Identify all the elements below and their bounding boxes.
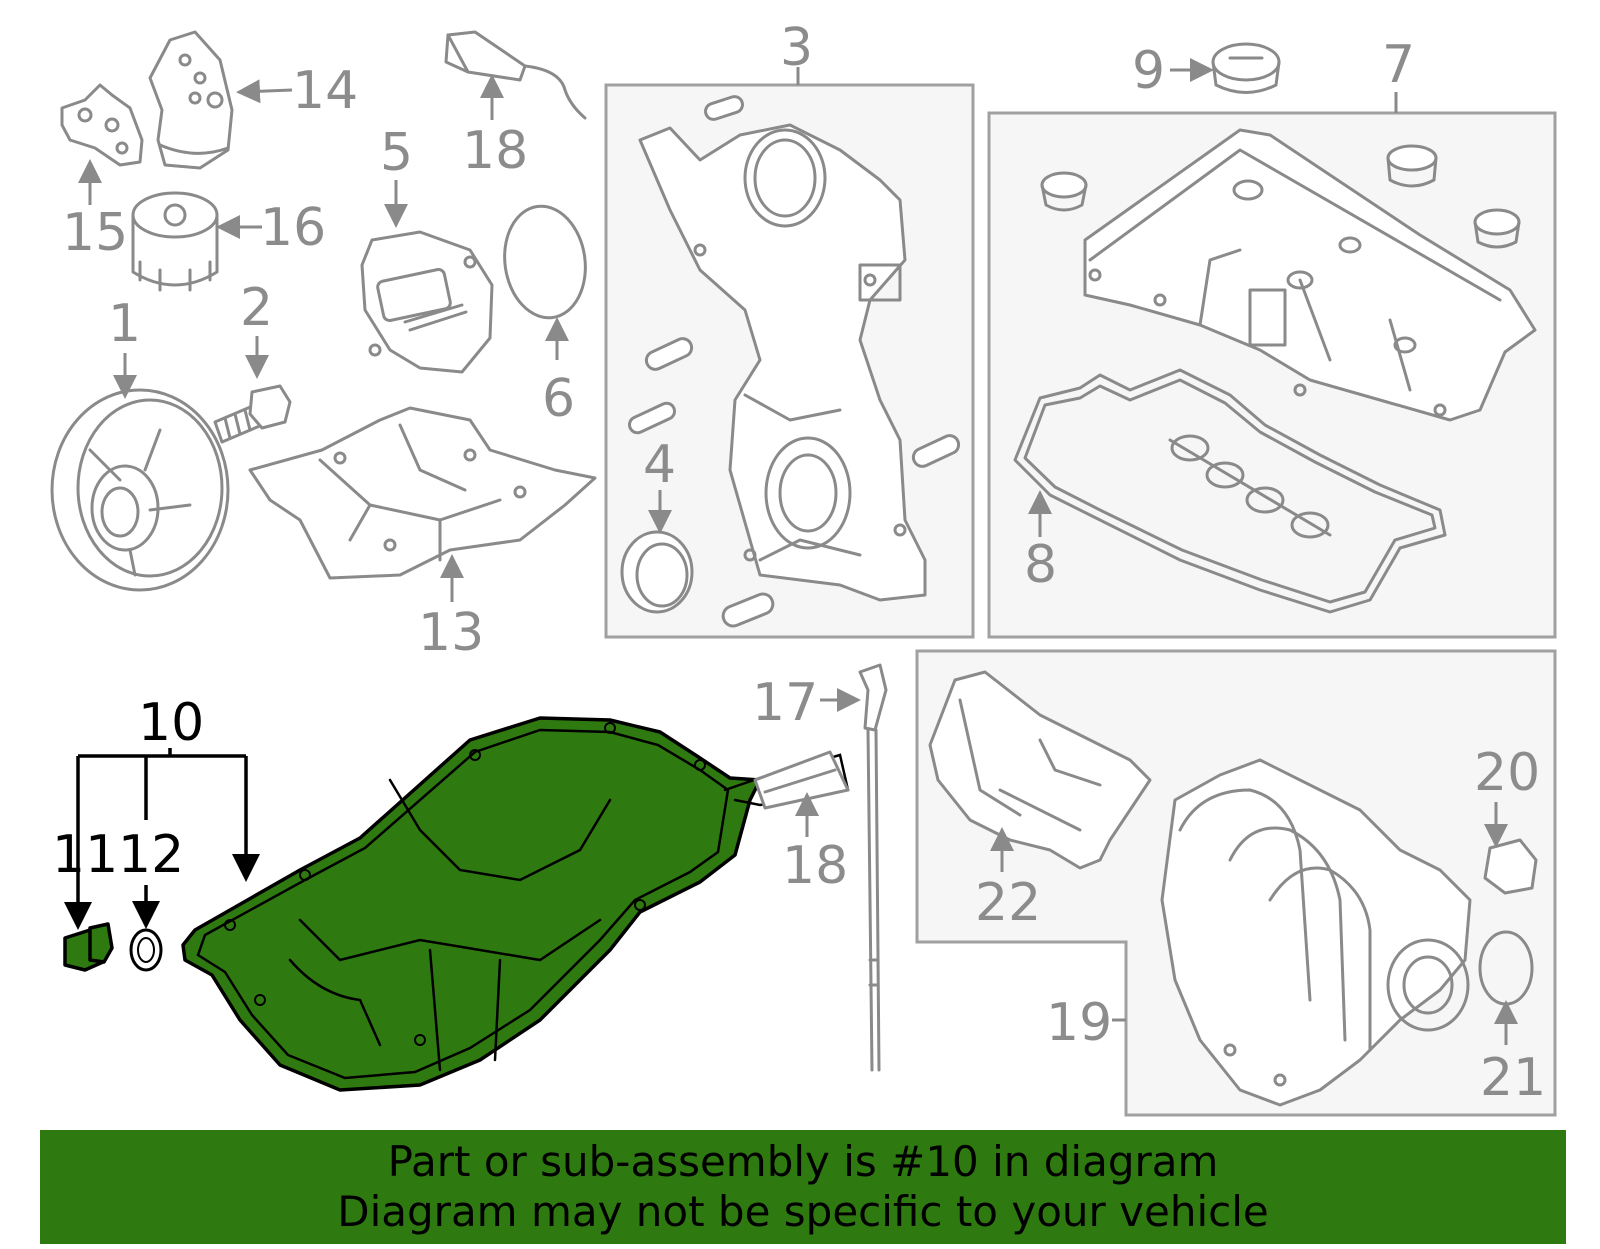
dipstick-tube-lower-part[interactable] <box>753 750 850 810</box>
heat-shield-part[interactable] <box>928 670 1152 870</box>
drain-plug-part-highlighted[interactable] <box>63 922 114 972</box>
label-20: 20 <box>1474 743 1540 803</box>
valve-cover-part[interactable] <box>1083 128 1537 422</box>
label-13: 13 <box>418 603 484 663</box>
label-6: 6 <box>542 369 575 429</box>
label-17: 17 <box>752 673 818 733</box>
oil-filter-part[interactable] <box>131 191 219 292</box>
valve-cover-gasket-part[interactable] <box>1013 368 1447 614</box>
label-18-top: 18 <box>462 121 528 181</box>
leader-lines <box>64 58 1518 1045</box>
valve-cover-grommets <box>1040 144 1521 249</box>
oil-filter-housing-part[interactable] <box>148 30 234 170</box>
label-18-lower: 18 <box>782 836 848 896</box>
dowel-pins <box>627 95 961 628</box>
label-1: 1 <box>108 294 141 354</box>
crankshaft-pulley-part[interactable] <box>50 388 230 592</box>
label-14: 14 <box>292 61 358 121</box>
label-15: 15 <box>62 203 128 263</box>
timing-cover-part[interactable] <box>638 123 927 602</box>
label-10: 10 <box>138 693 204 753</box>
drain-washer-part-highlighted[interactable] <box>129 928 163 972</box>
front-seal-part[interactable] <box>620 530 694 614</box>
label-11: 11 <box>52 825 118 885</box>
label-19: 19 <box>1046 993 1112 1053</box>
label-7: 7 <box>1382 35 1415 95</box>
dipstick-part[interactable] <box>858 663 888 1072</box>
label-21: 21 <box>1480 1048 1546 1108</box>
filter-gasket-part[interactable] <box>60 83 144 167</box>
oil-filler-cap-part[interactable] <box>1211 42 1281 94</box>
label-5: 5 <box>380 123 413 183</box>
intake-manifold-part[interactable] <box>1160 758 1472 1107</box>
info-banner: Part or sub-assembly is #10 in diagram D… <box>40 1130 1566 1244</box>
pulley-bolt-part[interactable] <box>213 384 292 444</box>
dipstick-tube-top-part[interactable] <box>444 30 587 120</box>
water-pump-oring-part[interactable] <box>498 201 593 323</box>
label-4: 4 <box>643 435 676 495</box>
water-pump-part[interactable] <box>360 230 494 374</box>
oil-baffle-part[interactable] <box>248 406 597 580</box>
intake-gasket-20-part[interactable] <box>1483 838 1538 895</box>
banner-line-2: Diagram may not be specific to your vehi… <box>337 1187 1269 1236</box>
oil-pan-part-highlighted[interactable] <box>181 716 850 1092</box>
banner-line-1: Part or sub-assembly is #10 in diagram <box>387 1137 1219 1186</box>
label-9: 9 <box>1132 41 1165 101</box>
label-12: 12 <box>118 825 184 885</box>
label-16: 16 <box>260 198 326 258</box>
label-22: 22 <box>975 873 1041 933</box>
label-2: 2 <box>240 278 273 338</box>
label-3: 3 <box>780 18 813 78</box>
label-8: 8 <box>1024 535 1057 595</box>
